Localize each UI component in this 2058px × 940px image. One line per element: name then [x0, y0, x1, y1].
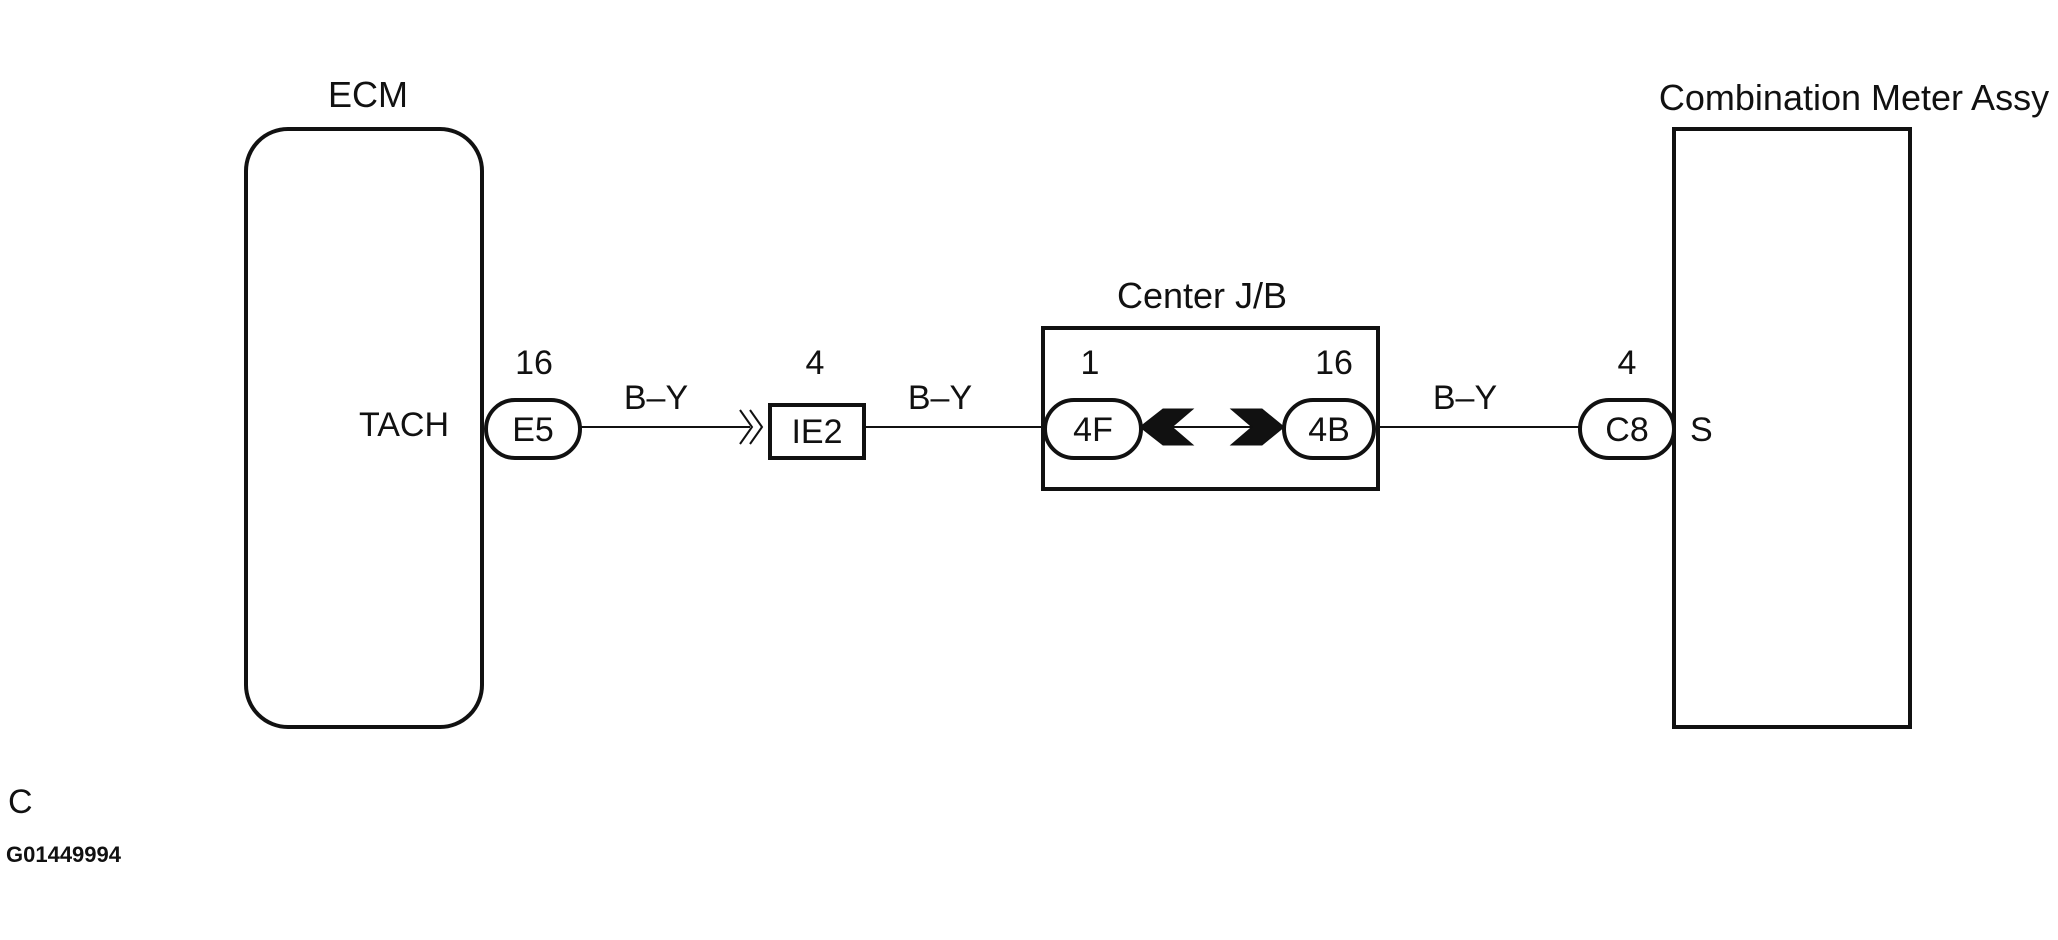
- connector-4b-oval: [1282, 398, 1376, 460]
- wire-jb-c8-color: B–Y: [1433, 379, 1497, 417]
- connector-c8-pin: 4: [1618, 344, 1637, 382]
- connector-ie2-pin: 4: [806, 344, 825, 382]
- connector-ie2: 4 IE2: [768, 344, 866, 460]
- wire-e5-ie2-color: B–Y: [624, 379, 688, 417]
- connector-4f-pin: 1: [1081, 344, 1100, 382]
- connector-4b: 4B: [1282, 398, 1376, 460]
- connector-4f-oval: [1043, 398, 1143, 460]
- wire-ie2-jb-color: B–Y: [908, 379, 972, 417]
- inline-connector-arrow: [739, 409, 754, 445]
- meter-component: Combination Meter Assy S: [1659, 77, 2049, 729]
- center-jb-component: Center J/B 1 16 4F 4B: [1041, 275, 1380, 491]
- footer-letter: C: [8, 783, 33, 821]
- footer-code: G01449994: [6, 842, 122, 867]
- connector-4b-code: 4B: [1308, 411, 1350, 449]
- inline-connector-arrow: [749, 409, 764, 445]
- connector-4f-code: 4F: [1073, 411, 1113, 449]
- center-jb-title: Center J/B: [1117, 275, 1287, 316]
- connector-4b-pin: 16: [1315, 344, 1353, 382]
- meter-pin-name: S: [1690, 411, 1713, 449]
- ecm-pin-name: TACH: [359, 406, 449, 444]
- connector-e5-pin: 16: [515, 344, 553, 382]
- connector-e5-code: E5: [512, 411, 554, 449]
- wire-jb-c8: B–Y: [1378, 379, 1585, 428]
- meter-box: [1672, 127, 1912, 729]
- ecm-title: ECM: [328, 74, 408, 115]
- connector-c8-code: C8: [1605, 411, 1648, 449]
- connector-e5: 16 E5: [484, 344, 582, 460]
- ecm-box: [244, 127, 484, 729]
- center-jb-box: [1041, 326, 1380, 491]
- jb-connector-arrow-right: [1229, 408, 1285, 446]
- jb-connector-arrow-left: [1139, 408, 1195, 446]
- ecm-component: ECM TACH: [244, 74, 484, 729]
- wire-ie2-jb: B–Y: [864, 379, 1045, 428]
- connector-ie2-box: [768, 403, 866, 460]
- connector-ie2-code: IE2: [791, 413, 842, 451]
- connector-4f: 4F: [1043, 398, 1143, 460]
- meter-title: Combination Meter Assy: [1659, 77, 2049, 118]
- connector-e5-oval: [484, 398, 582, 460]
- connector-c8: 4 C8: [1578, 344, 1676, 460]
- wire-e5-ie2: B–Y: [580, 379, 764, 445]
